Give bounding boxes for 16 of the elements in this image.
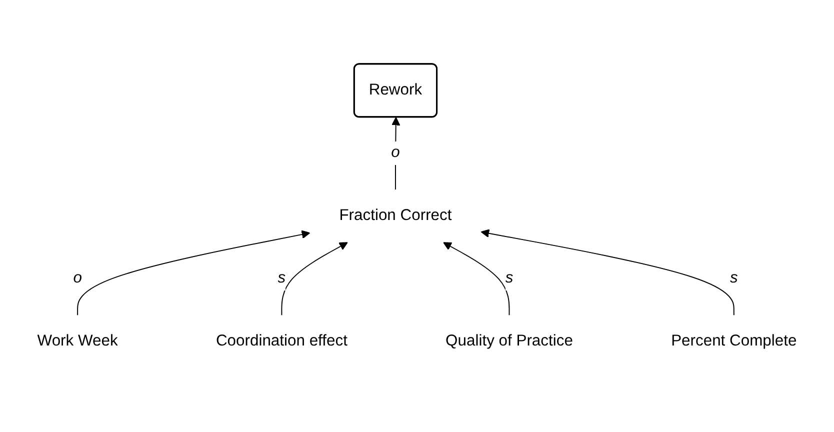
node-text: Fraction Correct	[339, 207, 452, 224]
node-text: Coordination effect	[216, 332, 348, 350]
node-text: Quality of Practice	[446, 332, 573, 350]
node-text: Percent Complete	[671, 332, 797, 350]
node-text: Work Week	[37, 332, 118, 350]
edge-label: s	[278, 270, 286, 287]
arrow	[443, 242, 510, 316]
arrow	[281, 242, 348, 316]
arrow	[480, 229, 734, 316]
causal-diagram: o o s s s Rework Fraction Correct Work Week Coordination effect Quality of Practice Percent Complete	[0, 6, 834, 426]
arrow	[77, 230, 310, 316]
edge-label: s	[730, 270, 738, 287]
arrow	[392, 117, 400, 190]
edge-label: o	[391, 144, 400, 162]
edge-label: s	[505, 270, 514, 287]
edge-label: o	[73, 270, 82, 287]
